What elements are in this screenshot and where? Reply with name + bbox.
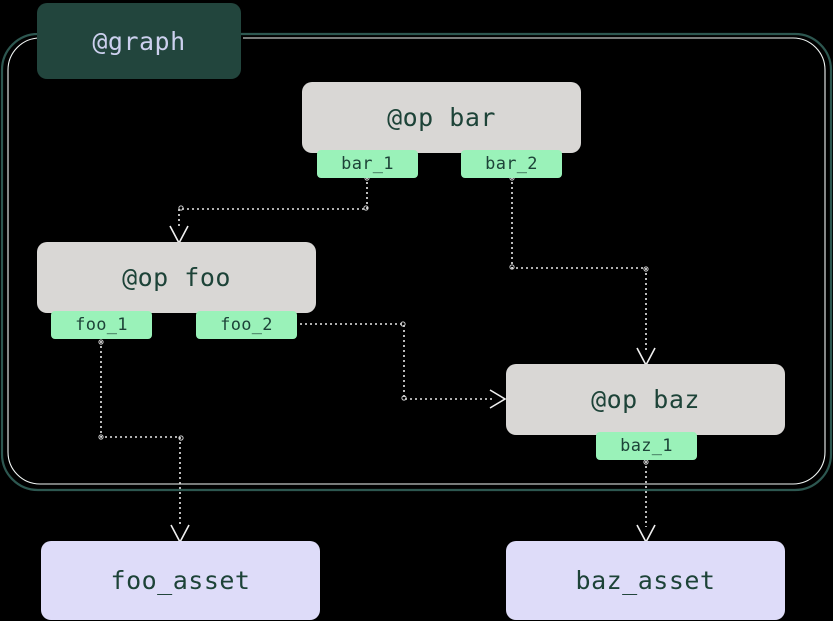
cluster-outline-path — [0, 32, 833, 492]
cluster-label-graph[interactable]: @graph — [37, 3, 241, 79]
port-baz-1[interactable]: baz_1 — [596, 432, 697, 460]
port-bar-1-label: bar_1 — [341, 154, 394, 174]
edge-bar2-to-baz — [509, 175, 656, 367]
node-op-baz[interactable]: @op baz — [506, 364, 785, 435]
node-op-bar-label: @op bar — [387, 103, 496, 132]
node-op-foo[interactable]: @op foo — [37, 242, 316, 313]
edge-bar1-to-foo — [169, 175, 370, 245]
port-bar-2[interactable]: bar_2 — [461, 150, 562, 178]
node-asset-baz-asset[interactable]: baz_asset — [506, 541, 785, 620]
node-op-baz-label: @op baz — [591, 385, 700, 414]
port-foo-2[interactable]: foo_2 — [196, 311, 297, 339]
port-foo-1[interactable]: foo_1 — [51, 311, 152, 339]
node-op-foo-label: @op foo — [122, 263, 231, 292]
node-op-bar[interactable]: @op bar — [302, 82, 581, 153]
node-asset-foo-asset-label: foo_asset — [110, 566, 251, 595]
edge-foo1-to-fooasset — [98, 339, 190, 544]
node-asset-baz-asset-label: baz_asset — [575, 566, 716, 595]
port-baz-1-label: baz_1 — [620, 436, 673, 456]
edge-foo2-to-baz — [300, 321, 507, 409]
node-asset-foo-asset[interactable]: foo_asset — [41, 541, 320, 620]
cluster-outline-highlight-path — [7, 37, 826, 485]
port-bar-2-label: bar_2 — [485, 154, 538, 174]
edge-baz1-to-bazasset — [636, 459, 656, 544]
port-bar-1[interactable]: bar_1 — [317, 150, 418, 178]
port-foo-1-label: foo_1 — [75, 315, 128, 335]
port-foo-2-label: foo_2 — [220, 315, 273, 335]
cluster-label-text: @graph — [92, 26, 186, 56]
